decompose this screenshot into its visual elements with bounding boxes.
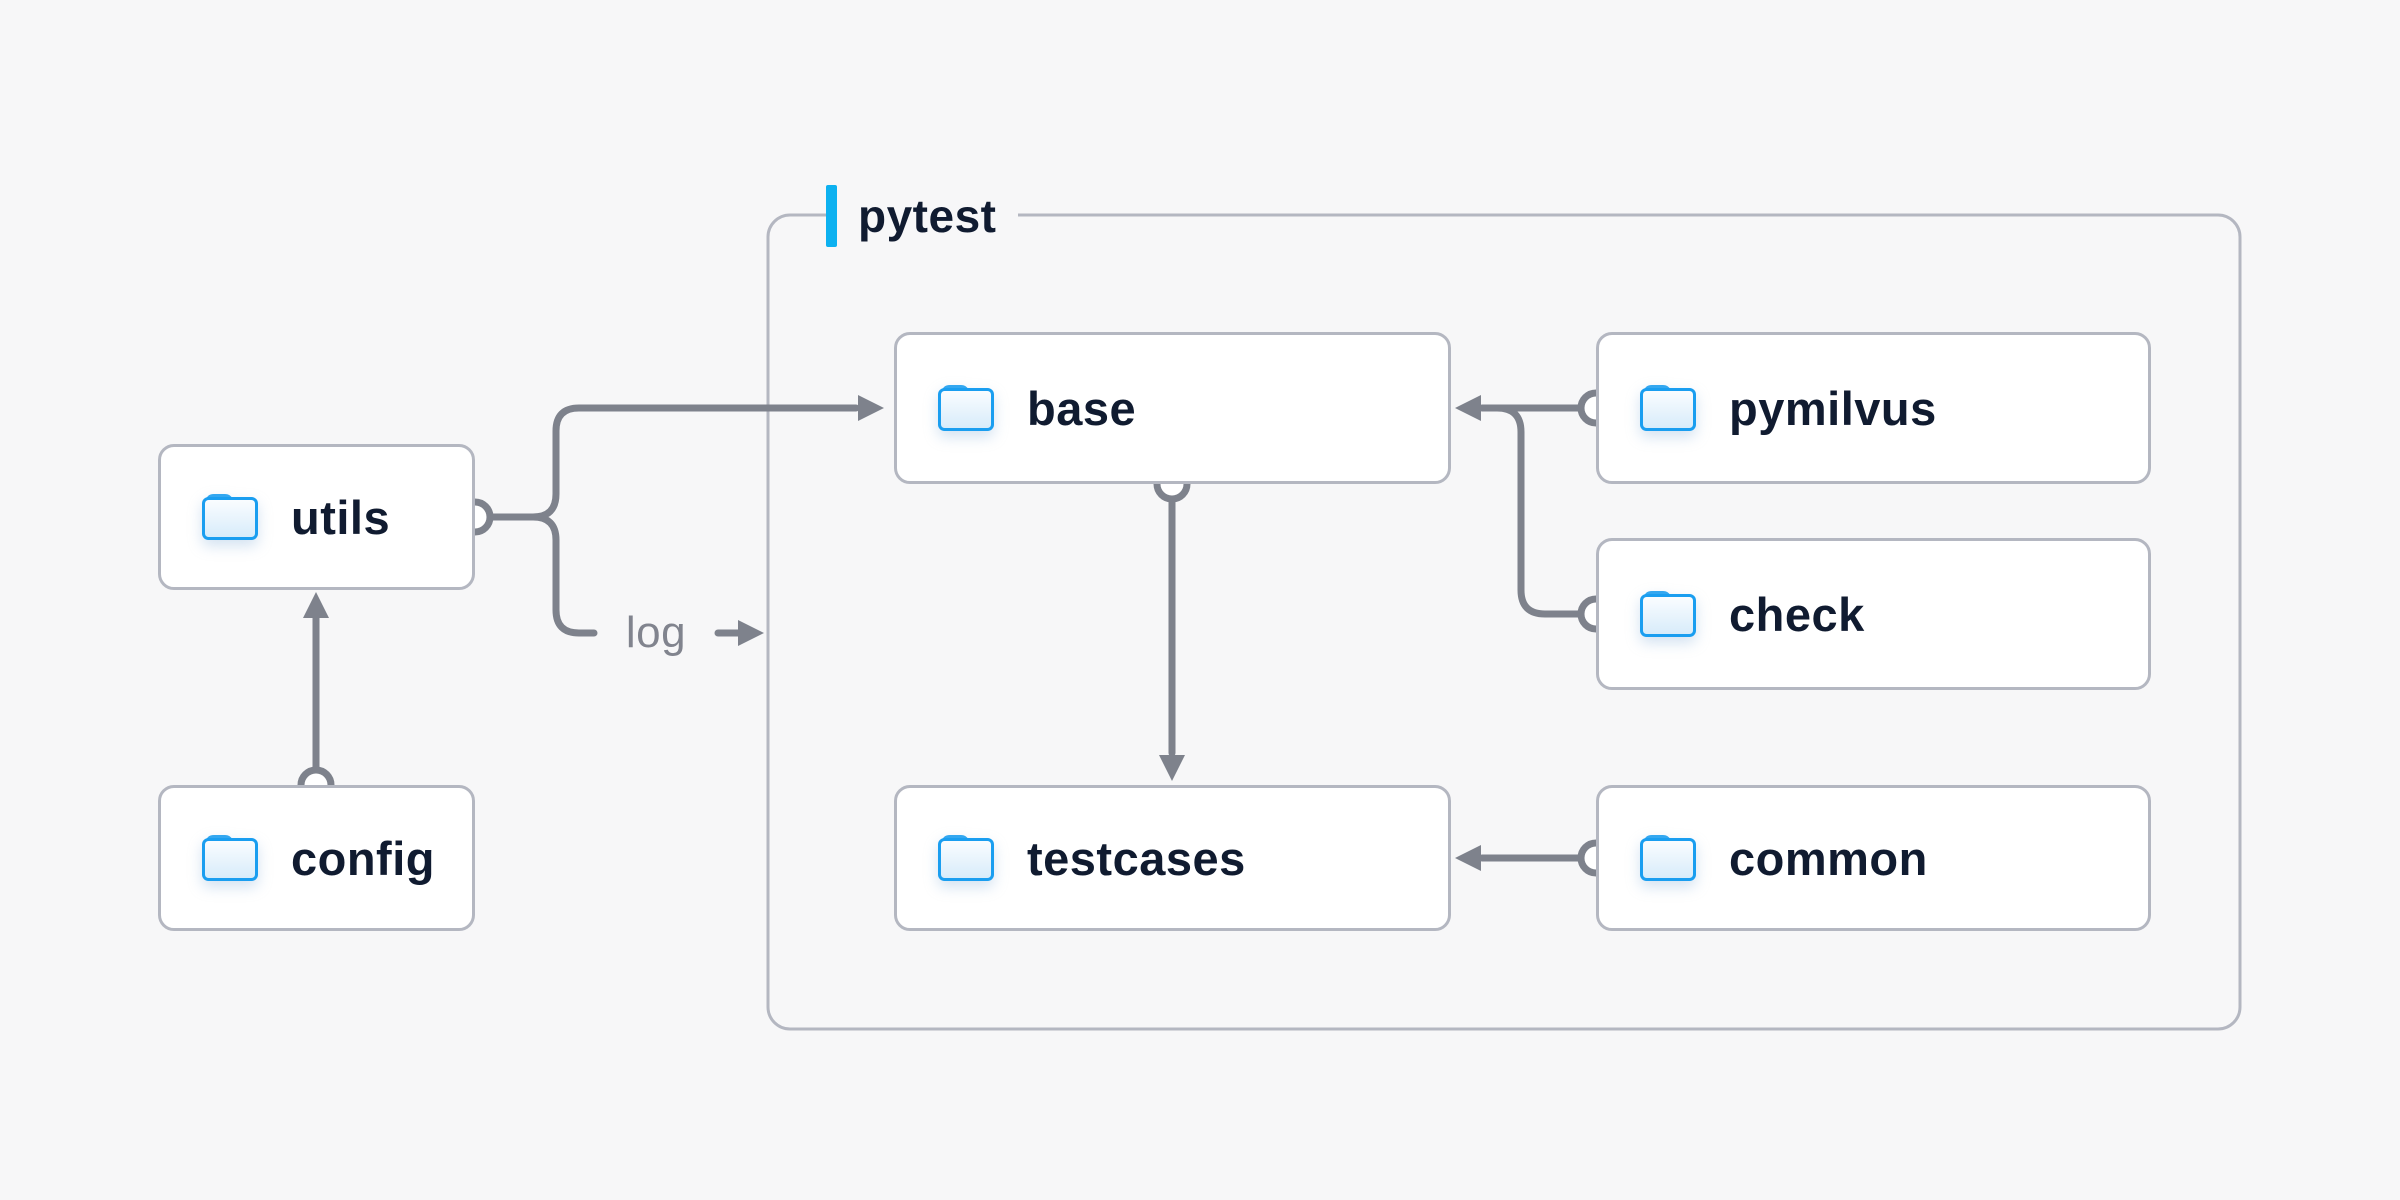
- node-common: common: [1596, 785, 2151, 931]
- pytest-group-label: pytest: [826, 185, 1019, 247]
- edge-base-testcases: [1153, 465, 1191, 781]
- pytest-group-border: [766, 213, 2242, 1031]
- folder-icon: [199, 829, 261, 888]
- folder-icon: [199, 488, 261, 547]
- folder-icon: [935, 379, 997, 438]
- node-label: testcases: [1027, 831, 1246, 885]
- edge-log-pytest-arrow: [714, 620, 764, 646]
- node-label: config: [291, 831, 435, 885]
- node-label: pymilvus: [1729, 381, 1937, 435]
- node-base: base: [894, 332, 1451, 484]
- node-label: utils: [291, 490, 391, 544]
- pytest-group-title: pytest: [858, 190, 997, 242]
- node-utils: utils: [158, 444, 475, 590]
- folder-icon: [1637, 379, 1699, 438]
- node-label: check: [1729, 587, 1865, 641]
- node-config: config: [158, 785, 475, 931]
- folder-icon: [1637, 585, 1699, 644]
- node-check: check: [1596, 538, 2151, 690]
- node-pymilvus: pymilvus: [1596, 332, 2151, 484]
- folder-icon: [1637, 829, 1699, 888]
- node-label: common: [1729, 831, 1928, 885]
- edge-check-base: [1493, 404, 1615, 633]
- accent-bar: [826, 185, 837, 247]
- edge-utils-log: [486, 513, 598, 637]
- folder-icon: [935, 829, 997, 888]
- log-annotation: log: [625, 608, 687, 657]
- edge-pymilvus-base: [1455, 389, 1615, 427]
- edge-config-utils: [297, 592, 335, 804]
- node-testcases: testcases: [894, 785, 1451, 931]
- edge-common-testcases: [1455, 839, 1615, 877]
- edge-utils-base: [456, 395, 884, 536]
- node-label: base: [1027, 381, 1137, 435]
